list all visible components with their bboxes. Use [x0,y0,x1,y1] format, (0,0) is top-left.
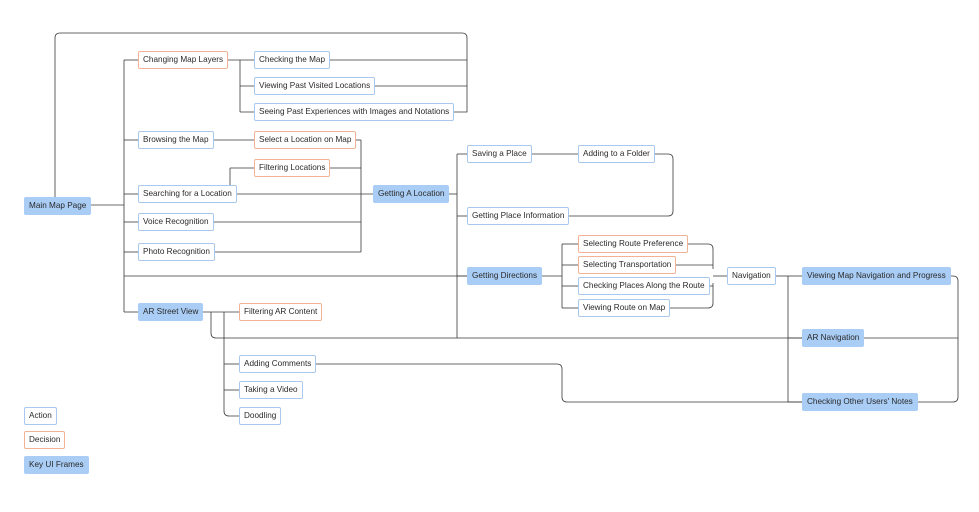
doodling-node[interactable]: Doodling [239,407,282,425]
getting-directions-node[interactable]: Getting Directions [467,267,543,285]
seeing-past-experiences-node[interactable]: Seeing Past Experiences with Images and … [254,103,455,121]
ar-street-view-node[interactable]: AR Street View [138,303,204,321]
legend-key-ui-frames: Key UI Frames [24,456,89,474]
voice-recognition-node[interactable]: Voice Recognition [138,213,214,231]
main-map-page-node[interactable]: Main Map Page [24,197,92,215]
filtering-locations-node[interactable]: Filtering Locations [254,159,331,177]
viewing-past-visited-node[interactable]: Viewing Past Visited Locations [254,77,376,95]
adding-comments-node[interactable]: Adding Comments [239,355,317,373]
taking-a-video-node[interactable]: Taking a Video [239,381,303,399]
checking-other-users-notes-node[interactable]: Checking Other Users' Notes [802,393,918,411]
legend-action: Action [24,407,57,425]
checking-places-along-route-node[interactable]: Checking Places Along the Route [578,277,710,295]
legend-decision: Decision [24,431,66,449]
saving-a-place-node[interactable]: Saving a Place [467,145,532,163]
connector-ar-sub-vertical [223,312,239,417]
changing-map-layers-node[interactable]: Changing Map Layers [138,51,229,69]
photo-recognition-node[interactable]: Photo Recognition [138,243,215,261]
browsing-the-map-node[interactable]: Browsing the Map [138,131,214,149]
connector-right-loop [912,275,959,403]
filtering-ar-content-node[interactable]: Filtering AR Content [239,303,323,321]
navigation-node[interactable]: Navigation [727,267,776,285]
viewing-map-navigation-node[interactable]: Viewing Map Navigation and Progress [802,267,951,285]
selecting-route-preference-node[interactable]: Selecting Route Preference [578,235,689,253]
checking-the-map-node[interactable]: Checking the Map [254,51,330,69]
connector-comments-notes [311,363,802,403]
searching-for-location-node[interactable]: Searching for a Location [138,185,237,203]
getting-place-info-node[interactable]: Getting Place Information [467,207,570,225]
viewing-route-on-map-node[interactable]: Viewing Route on Map [578,299,671,317]
ar-navigation-node[interactable]: AR Navigation [802,329,865,347]
select-location-on-map-node[interactable]: Select a Location on Map [254,131,357,149]
getting-a-location-node[interactable]: Getting A Location [373,185,450,203]
adding-to-folder-node[interactable]: Adding to a Folder [578,145,655,163]
connector-layers-branch [239,60,254,113]
connector-folder-loop [566,153,674,217]
selecting-transportation-node[interactable]: Selecting Transportation [578,256,677,274]
